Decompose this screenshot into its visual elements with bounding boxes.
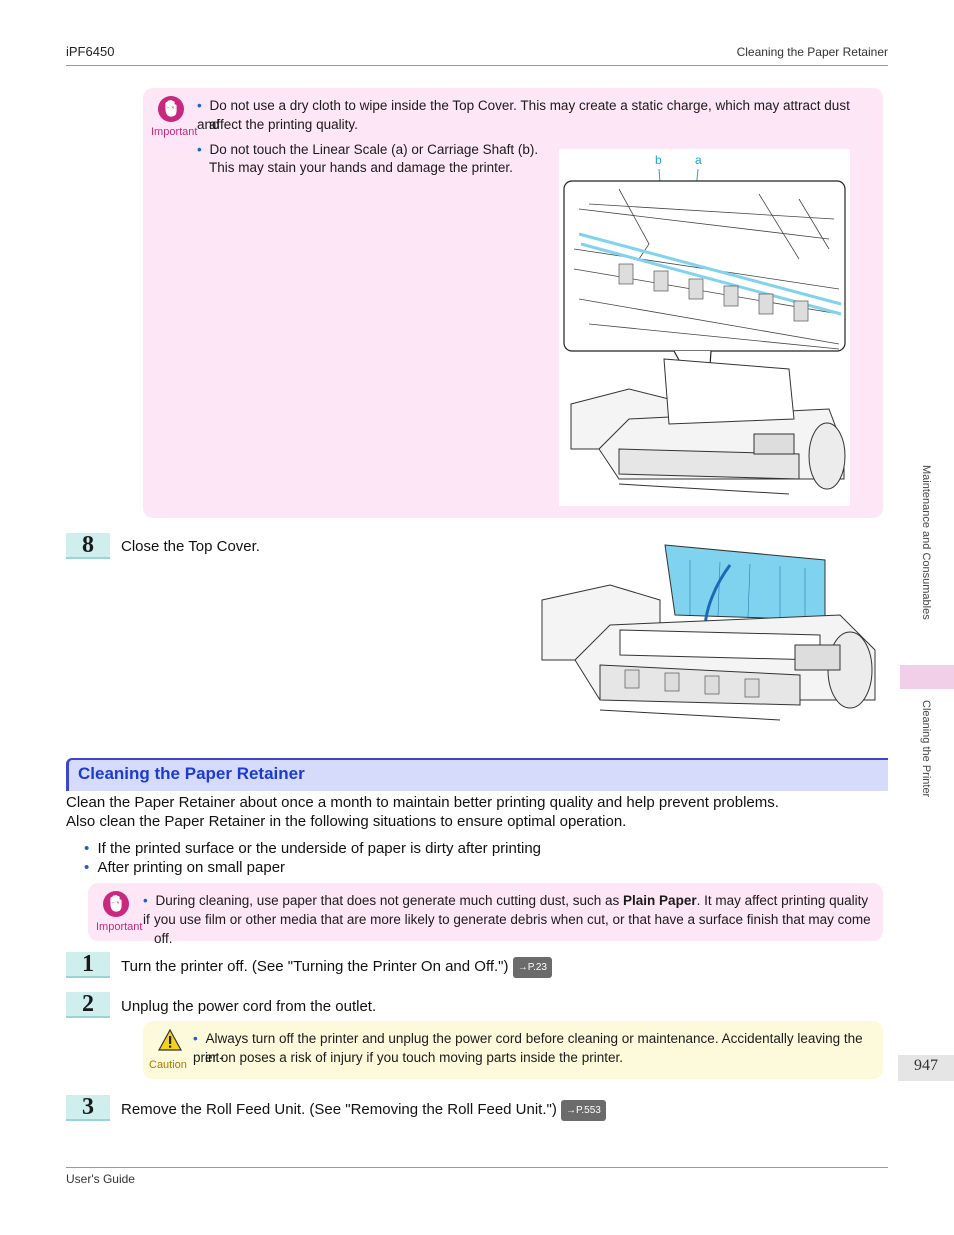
bullet-icon: • [143,893,148,908]
header-section: Cleaning the Paper Retainer [736,45,888,59]
step-1-badge: 1 [66,951,110,978]
caution-label: Caution [149,1059,187,1071]
warning-triangle-icon [157,1028,183,1057]
note1-item-2-cont: This may stain your hands and damage the… [209,160,513,175]
note1-item-2: • Do not touch the Linear Scale (a) or C… [197,142,539,157]
plain-paper-term: Plain Paper [623,893,697,908]
step-3-row: Remove the Roll Feed Unit. (See "Removin… [121,1100,606,1121]
close-top-cover-figure [540,540,885,730]
note2-line-1: • During cleaning, use paper that does n… [143,893,869,927]
note1-item-1: • Do not use a dry cloth to wipe inside … [197,98,850,132]
step-3-text: Remove the Roll Feed Unit. (See "Removin… [121,1101,557,1118]
bullet-icon: • [84,840,90,857]
sidebar-chapter-tab[interactable]: Maintenance and Consumables [920,465,932,620]
step-8-text: Close the Top Cover. [121,538,260,555]
bullet-icon: • [193,1031,198,1046]
step-1-text: Turn the printer off. (See "Turning the … [121,958,509,975]
caution-line-1: • Always turn off the printer and unplug… [193,1031,863,1065]
section-intro-2: Also clean the Paper Retainer in the fol… [66,813,627,830]
important-label: Important [151,126,198,138]
page-number-box [898,1055,954,1081]
section-bullet-2: • After printing on small paper [84,859,286,876]
footer-guide: User's Guide [66,1172,135,1186]
step-1-row: Turn the printer off. (See "Turning the … [121,957,552,978]
header-divider [66,65,888,66]
header-model: iPF6450 [66,44,115,59]
section-intro-1: Clean the Paper Retainer about once a mo… [66,794,779,811]
step-2-text: Unplug the power cord from the outlet. [121,998,377,1015]
bullet-icon: • [84,859,90,876]
figure-label-b: b [655,153,662,167]
hand-stop-icon [158,96,184,122]
caution-note [143,1021,883,1079]
step-3-page-link[interactable]: →P.553 [561,1100,606,1121]
step-1-page-link[interactable]: →P.23 [512,957,552,978]
section-bullet-1: • If the printed surface or the undersid… [84,840,542,857]
hand-stop-icon [103,891,129,917]
bullet-icon: • [197,142,202,157]
sidebar-active-marker [900,665,954,689]
step-2-badge: 2 [66,991,110,1018]
caution-line-2: er on poses a risk of injury if you touc… [205,1050,623,1065]
section-title: Cleaning the Paper Retainer [78,764,305,783]
printer-linear-scale-figure: b a [559,149,850,506]
important-label: Important [96,921,143,933]
page-number: 947 [914,1057,938,1074]
bullet-icon: • [197,98,202,113]
step-8-badge: 8 [66,532,110,559]
note1-item-1-cont: affect the printing quality. [209,117,358,132]
figure-label-a: a [695,153,702,167]
footer-divider [66,1167,888,1168]
step-3-badge: 3 [66,1094,110,1121]
note2-line-2: you use film or other media that are mor… [154,912,871,946]
important-note-2 [88,883,883,941]
section-header-bar [66,758,888,791]
sidebar-topic-tab[interactable]: Cleaning the Printer [920,700,932,798]
